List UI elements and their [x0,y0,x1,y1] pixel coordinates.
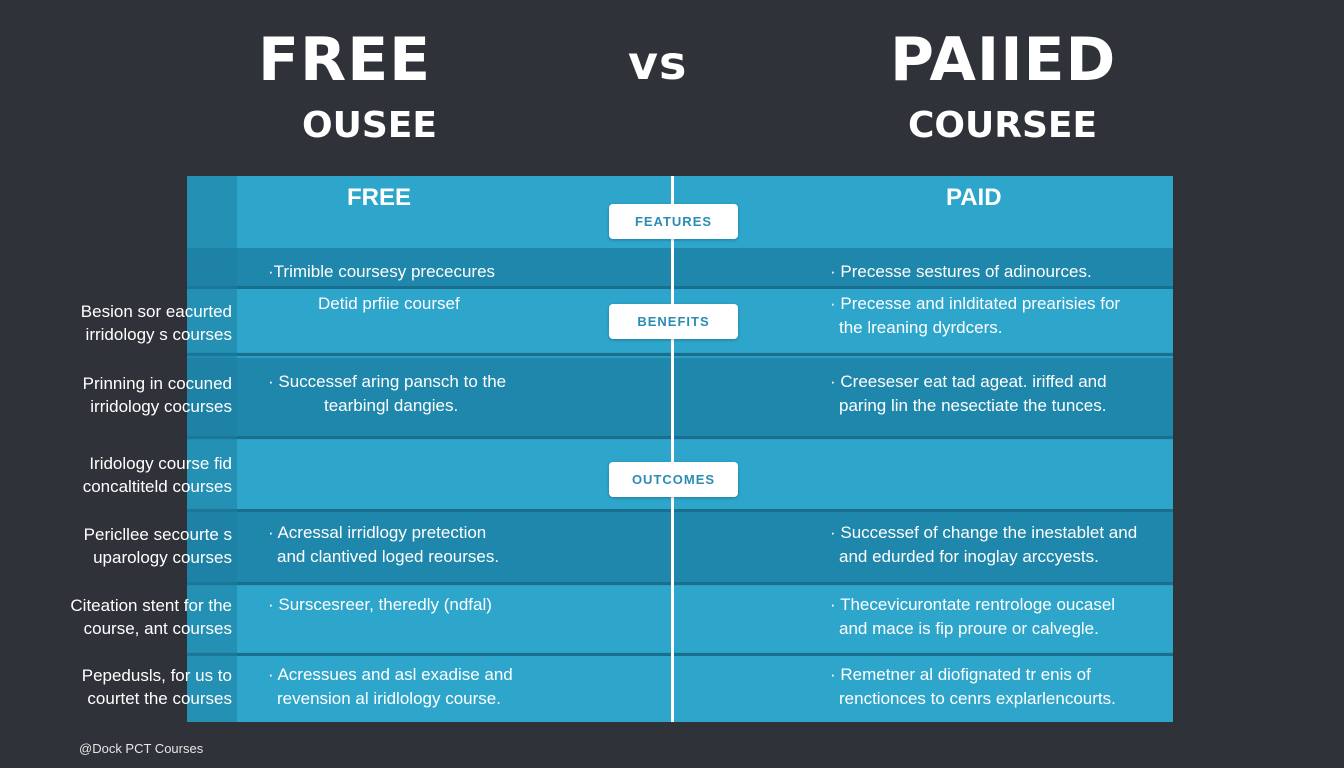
table-row [187,656,1173,722]
free-cell-row-6: · Acressues and asl exadise and revensio… [268,663,513,711]
side-label-line: Iridology course fid [89,454,232,473]
side-label-3: Iridology course fid concaltiteld course… [83,452,232,498]
cell-line: tearbingl dangies. [324,396,459,415]
row-divider [187,286,1173,289]
cell-line: renctionces to cenrs explarlencourts. [839,689,1116,708]
free-cell-row-5: · Surscesreer, theredly (ndfal) [268,593,492,617]
side-label-line: irridology cocurses [90,397,232,416]
row-divider [187,653,1173,656]
side-label-2: Prinning in cocuned irridology cocurses [83,372,232,418]
cell-line: · Surscesreer, theredly (ndfal) [268,595,492,614]
side-label-1: Besion sor eacurted irridology s courses [81,300,232,346]
benefits-pill: BENEFITS [609,304,738,339]
free-cell-row-4: · Acressal irridlogy pretection and clan… [268,521,499,569]
column-header-free: FREE [347,184,412,211]
free-cell-row-1: ·Trimible coursesy prececures [268,260,495,284]
free-cell-row-2: Detid prfiie coursef [318,292,460,316]
left-column-strip [187,176,237,722]
side-label-4: Pericllee secourte s uparology courses [84,523,232,569]
cell-line: ·Trimible coursesy prececures [268,262,496,281]
vs-label: VS [628,36,688,90]
paid-title: PAIIED [890,25,1117,95]
paid-cell-row-2: · Precesse and inlditated prearisies for… [830,292,1120,340]
cell-line: the lreaning dyrdcers. [839,318,1003,337]
cell-line: · Acressal irridlogy pretection [268,523,487,542]
table-row [187,512,1173,584]
row-divider [187,509,1173,512]
table-row [187,586,1173,652]
cell-line: · Successef aring pansch to the [268,372,507,391]
cell-line: · Acressues and asl exadise and [268,665,513,684]
row-divider [187,436,1173,439]
table-row [187,248,1173,286]
paid-cell-row-4: · Successef of change the inestablet and… [830,521,1137,569]
paid-subtitle: COURSEE [908,105,1098,146]
free-title: FREE [258,25,432,95]
side-label-5: Citeation stent for the course, ant cour… [70,594,232,640]
cell-line: and edurded for inoglay arccyests. [839,547,1099,566]
side-label-line: course, ant courses [83,619,232,638]
free-subtitle: OUSEE [302,105,437,146]
cell-line: revension al iridlology course. [277,689,501,708]
cell-line: · Creeseser eat tad ageat. iriffed and [830,372,1107,391]
table-row [187,358,1173,436]
side-label-line: Pericllee secourte s [83,525,232,544]
cell-line: and mace is fip proure or calvegle. [839,619,1099,638]
paid-cell-row-3: · Creeseser eat tad ageat. iriffed and p… [830,370,1107,418]
cell-line: · Precesse sestures of adinources. [830,262,1092,281]
cell-line: · Remetner al diofignated tr enis of [830,665,1091,684]
side-label-line: Pepedusls, for us to [81,666,232,685]
side-label-line: Prinning in cocuned [82,374,232,393]
outcomes-pill: OUTCOMES [609,462,738,497]
side-label-line: courtet the courses [87,689,232,708]
cell-line: Detid prfiie coursef [318,294,460,313]
side-label-line: concaltiteld courses [82,477,232,496]
cell-line: paring lin the nesectiate the tunces. [839,396,1107,415]
center-divider [671,176,674,722]
row-divider [187,353,1173,356]
paid-cell-row-5: · Thecevicurontate rentrologe oucasel an… [830,593,1115,641]
side-label-line: Besion sor eacurted [80,302,232,321]
cell-line: · Successef of change the inestablet and [830,523,1138,542]
row-divider [187,582,1173,585]
cell-line: · Precesse and inlditated prearisies for [830,294,1121,313]
features-pill: FEATURES [609,204,738,239]
paid-cell-row-1: · Precesse sestures of adinources. [830,260,1092,284]
side-label-6: Pepedusls, for us to courtet the courses [82,664,232,710]
comparison-table [187,176,1173,722]
footer-credit: @Dock PCT Courses [79,741,204,756]
free-cell-row-3: · Successef aring pansch to the tearbing… [268,370,506,418]
paid-cell-row-6: · Remetner al diofignated tr enis of ren… [830,663,1116,711]
side-label-line: Citeation stent for the [70,596,232,615]
column-header-paid: PAID [946,184,1002,211]
cell-line: · Thecevicurontate rentrologe oucasel [830,595,1116,614]
side-label-line: irridology s courses [85,325,232,344]
cell-line: and clantived loged reourses. [277,547,500,566]
side-label-line: uparology courses [93,548,232,567]
